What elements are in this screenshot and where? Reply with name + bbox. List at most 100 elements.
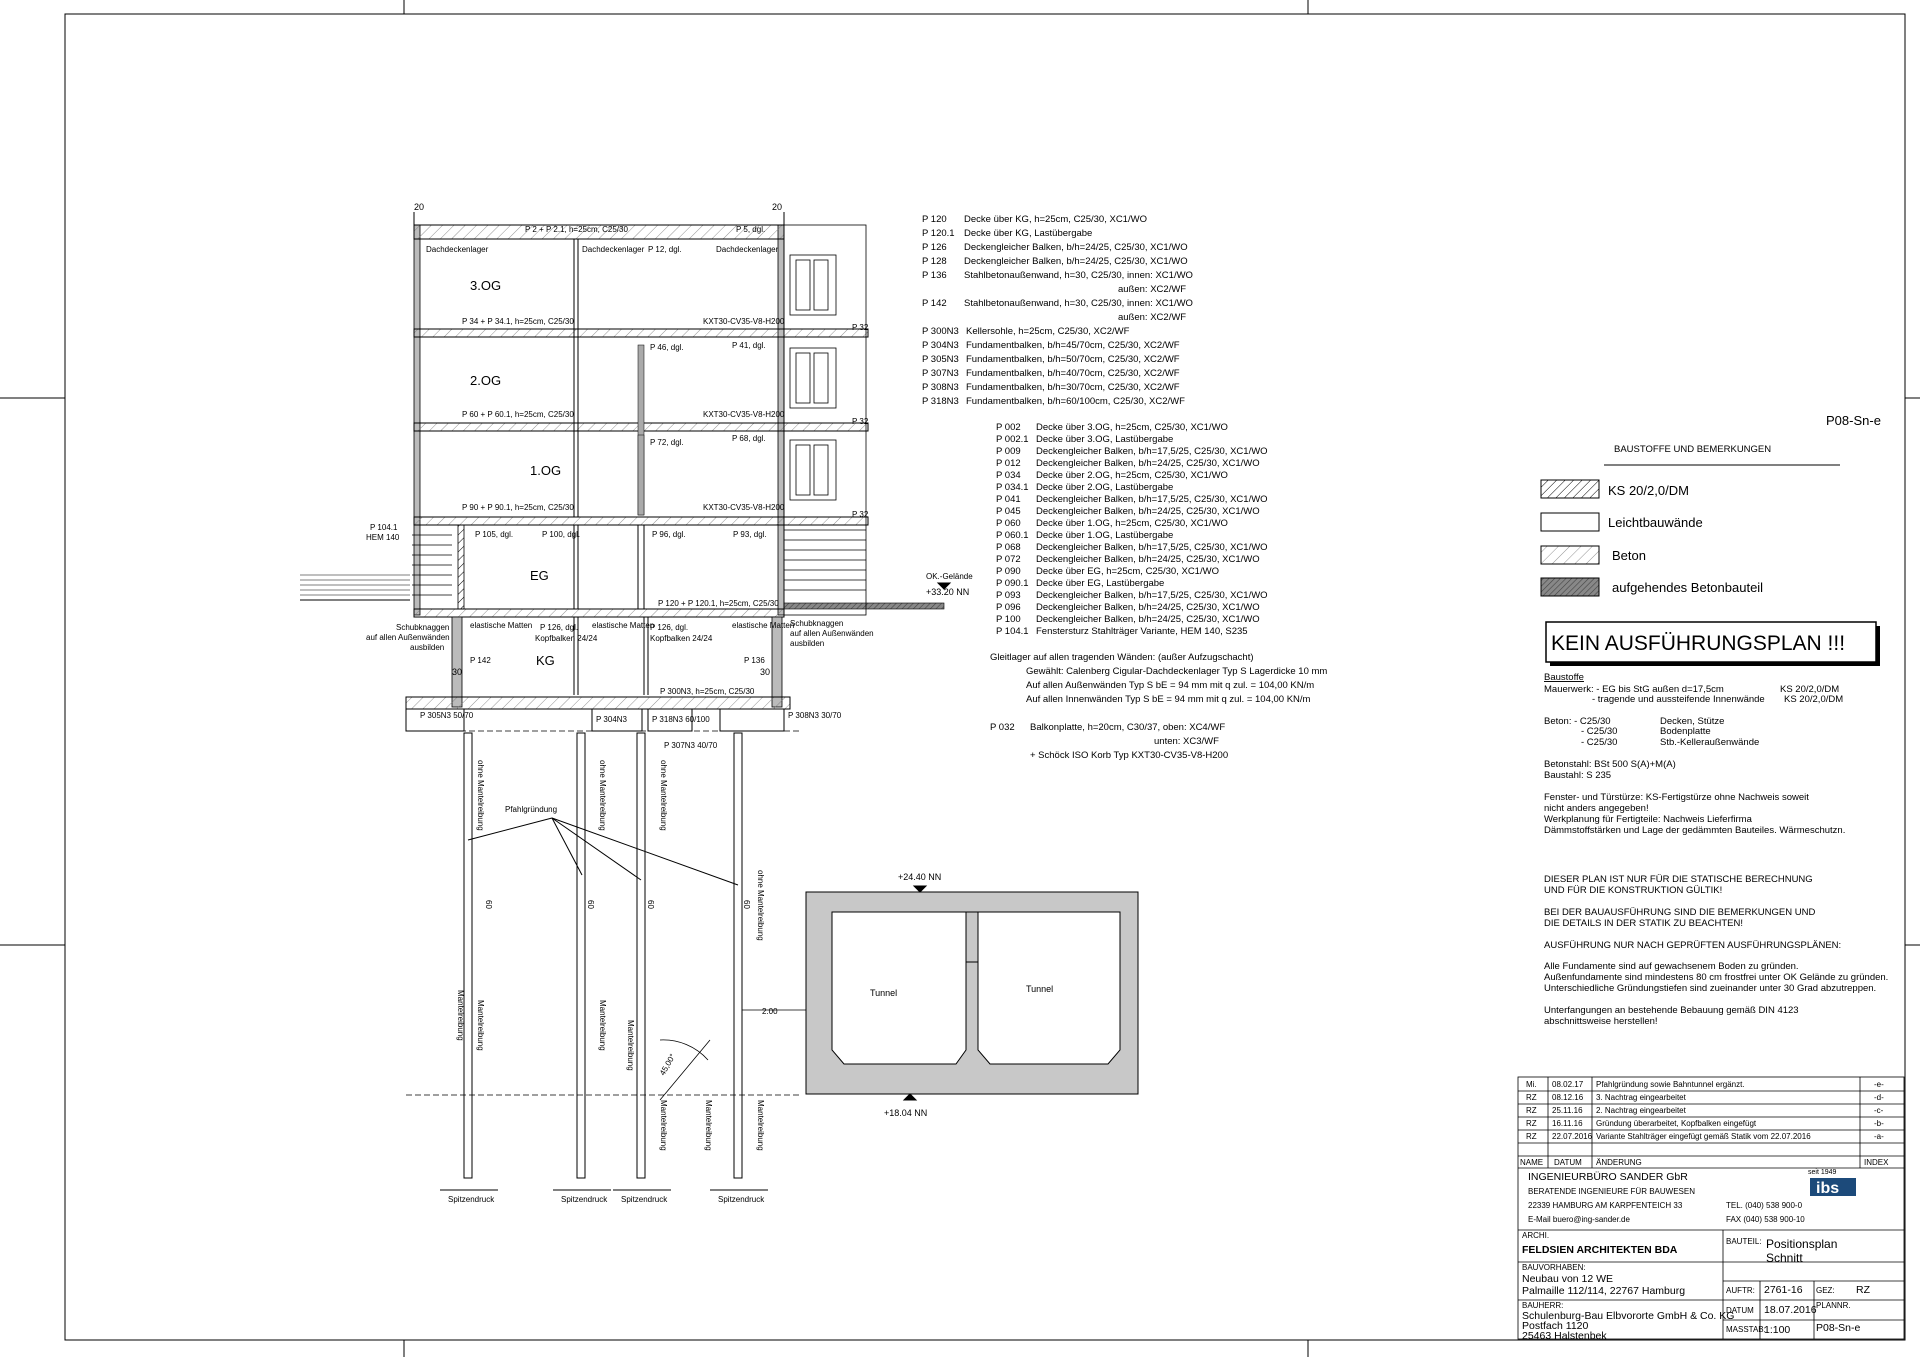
rev-text: 2. Nachtrag eingearbeitet: [1596, 1106, 1687, 1115]
label-d60-2: 60: [586, 900, 595, 909]
pos-b-text: Decke über 1.OG, h=25cm, C25/30, XC1/WO: [1036, 518, 1228, 529]
pos-a-code: P 126: [922, 242, 947, 253]
pos-b-code: P 045: [996, 506, 1021, 517]
materials-line: Werkplanung für Fertigteile: Nachweis Li…: [1544, 814, 1753, 825]
rev-header: ÄNDERUNG: [1596, 1158, 1642, 1167]
label-p90: P 90 + P 90.1, h=25cm, C25/30: [462, 503, 574, 512]
pos-b-text: Deckengleicher Balken, b/h=24/25, C25/30…: [1036, 602, 1260, 613]
label-kxt-1: KXT30-CV35-V8-H200: [703, 503, 785, 512]
balkon-pos: P 032: [990, 722, 1015, 733]
pos-b-text: Decke über EG, h=25cm, C25/30, XC1/WO: [1036, 566, 1219, 577]
pos-b-text: Decke über 2.OG, h=25cm, C25/30, XC1/WO: [1036, 470, 1228, 481]
rev-index: -d-: [1874, 1093, 1884, 1102]
label-p96: P 96, dgl.: [652, 530, 686, 539]
label-ok-gelaende: OK.-Gelände: [926, 572, 973, 581]
label-dachdeckenlager-mid: Dachdeckenlager: [582, 245, 645, 254]
label-p300: P 300N3, h=25cm, C25/30: [660, 687, 755, 696]
label-mantelreibung-5: Mantelreibung: [659, 1100, 668, 1151]
materials-line: Beton: - C25/30: [1544, 716, 1611, 727]
remark-line: AUSFÜHRUNG NUR NACH GEPRÜFTEN AUSFÜHRUNG…: [1544, 940, 1841, 951]
legend-item-leichtbau: Leichtbauwände: [1608, 515, 1703, 530]
label-kote-1804: +18.04 NN: [884, 1108, 927, 1118]
label-p68: P 68, dgl.: [732, 434, 766, 443]
label-kxt-2: KXT30-CV35-V8-H200: [703, 410, 785, 419]
materials-line: KS 20/2,0/DM: [1784, 694, 1843, 705]
gleitlager-notes: Gleitlager auf allen tragenden Wänden: (…: [990, 652, 1327, 705]
office-tel: TEL. (040) 538 900-0: [1726, 1201, 1803, 1210]
label-spitzendruck-2: Spitzendruck: [561, 1195, 608, 1204]
label-p126b: P 126, dgl.: [650, 623, 688, 632]
rev-date: 08.02.17: [1552, 1080, 1584, 1089]
pos-b-code: P 041: [996, 494, 1021, 505]
pos-b-code: P 012: [996, 458, 1021, 469]
pos-a-text: Fundamentbalken, b/h=50/70cm, C25/30, XC…: [966, 354, 1180, 365]
label-roof-right: P 5, dgl.: [736, 225, 765, 234]
gleitlager-line: Gewählt: Calenberg Cigular-Dachdeckenlag…: [1026, 666, 1327, 677]
label-p142: P 142: [470, 656, 491, 665]
pos-a-text: Deckengleicher Balken, b/h=24/25, C25/30…: [964, 256, 1188, 267]
label-angle: 45,00°: [658, 1052, 677, 1077]
label-ohne-mantelreibung-4: ohne Mantelreibung: [756, 870, 765, 941]
pos-b-text: Deckengleicher Balken, b/h=24/25, C25/30…: [1036, 554, 1260, 565]
pos-b-text: Fenstersturz Stahlträger Variante, HEM 1…: [1036, 626, 1248, 637]
legend-item-ks: KS 20/2,0/DM: [1608, 483, 1689, 498]
rev-header: NAME: [1520, 1158, 1543, 1167]
rev-date: 25.11.16: [1552, 1106, 1583, 1115]
label-schubknaggen-left-3: ausbilden: [410, 643, 444, 652]
bauteil-line1: Positionsplan: [1766, 1237, 1837, 1251]
bauherr-line2: Postfach 1120: [1522, 1320, 1589, 1332]
pos-b-code: P 002.1: [996, 434, 1029, 445]
pos-a-code: P 120: [922, 214, 947, 225]
massstab-value: 1:100: [1764, 1324, 1790, 1336]
pos-a-text: Deckengleicher Balken, b/h=24/25, C25/30…: [964, 242, 1188, 253]
label-d60-4: 60: [742, 900, 751, 909]
pos-b-code: P 100: [996, 614, 1021, 625]
materials-line: Decken, Stütze: [1660, 716, 1724, 727]
label-p304: P 304N3: [596, 715, 628, 724]
label-tunnel-2: Tunnel: [1026, 984, 1053, 994]
label-p305: P 305N3 50/70: [420, 711, 474, 720]
label-p136: P 136: [744, 656, 765, 665]
pos-b-text: Deckengleicher Balken, b/h=17,5/25, C25/…: [1036, 590, 1268, 601]
dim-30a: 30: [452, 667, 462, 677]
label-ohne-mantelreibung-1: ohne Mantelreibung: [476, 760, 485, 831]
materials-line: - C25/30: [1581, 726, 1617, 737]
pos-b-text: Deckengleicher Balken, b/h=17,5/25, C25/…: [1036, 494, 1268, 505]
remark-line: Außenfundamente sind mindestens 80 cm fr…: [1544, 972, 1888, 983]
label-matten1: elastische Matten: [470, 621, 532, 630]
label-p120: P 120 + P 120.1, h=25cm, C25/30: [658, 599, 779, 608]
label-mantelreibung-3: Mantelreibung: [598, 1000, 607, 1051]
pos-a-text: Decke über KG, h=25cm, C25/30, XC1/WO: [964, 214, 1147, 225]
office-mail: E-Mail buero@ing-sander.de: [1528, 1215, 1631, 1224]
label-kxt-3: KXT30-CV35-V8-H200: [703, 317, 785, 326]
balkon-notes: P 032 Balkonplatte, h=20cm, C30/37, oben…: [990, 722, 1228, 761]
materials-line: Dämmstoffstärken und Lage der gedämmten …: [1544, 825, 1845, 836]
dim-top-right: 20: [772, 202, 782, 212]
bauherr-line1: Schulenburg-Bau Elbvororte GmbH & Co. KG: [1522, 1310, 1734, 1322]
pos-b-text: Deckengleicher Balken, b/h=24/25, C25/30…: [1036, 506, 1260, 517]
pos-b-code: P 060.1: [996, 530, 1029, 541]
datum-value: 18.07.2016: [1764, 1304, 1817, 1316]
label-p46: P 46, dgl.: [650, 343, 684, 352]
label-p32b: P 32: [852, 417, 869, 426]
pos-a-text: Decke über KG, Lastübergabe: [964, 228, 1092, 239]
label-kopfbalken2: Kopfbalken 24/24: [650, 634, 713, 643]
materials-heading: Baustoffe: [1544, 672, 1584, 683]
rev-date: 22.07.2016: [1552, 1132, 1593, 1141]
label-mantelreibung-2: Mantelreibung: [476, 1000, 485, 1051]
materials-line: KS 20/2,0/DM: [1780, 684, 1839, 695]
positions-list-a: P 120 Decke über KG, h=25cm, C25/30, XC1/…: [922, 214, 1193, 407]
gez-value: RZ: [1856, 1284, 1871, 1296]
massstab-label: MASSTAB:: [1726, 1325, 1766, 1334]
floor-label-1og: 1.OG: [530, 463, 561, 478]
gleitlager-line: Auf allen Außenwänden Typ S bE = 94 mm m…: [1026, 680, 1314, 691]
gleitlager-line: Gleitlager auf allen tragenden Wänden: (…: [990, 652, 1254, 663]
materials-line: Fenster- und Türstürze: KS-Fertigstürze …: [1544, 792, 1809, 803]
label-p308: P 308N3 30/70: [788, 711, 842, 720]
materials-line: nicht anders angegeben!: [1544, 803, 1649, 814]
pos-a-code: P 307N3: [922, 368, 959, 379]
pos-b-code: P 093: [996, 590, 1021, 601]
pos-b-code: P 009: [996, 446, 1021, 457]
